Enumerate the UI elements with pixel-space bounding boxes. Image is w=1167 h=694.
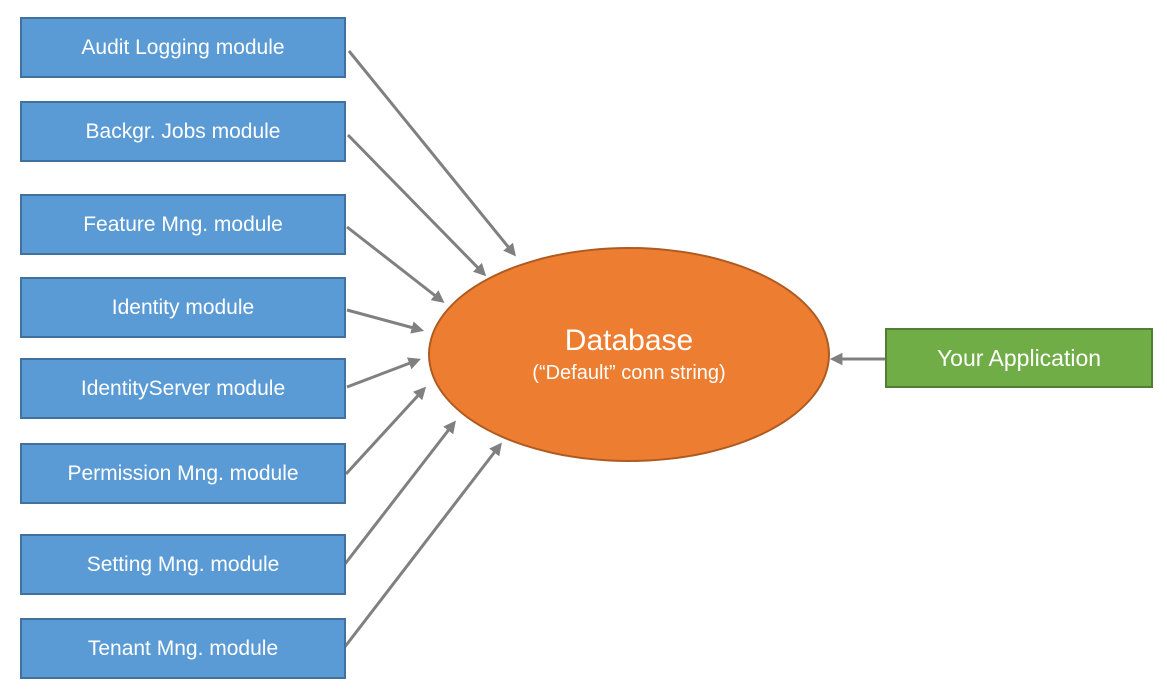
arrow-audit-logging-to-database	[347, 50, 516, 257]
module-box-feature-mng: Feature Mng. module	[20, 194, 346, 255]
application-box: Your Application	[885, 328, 1153, 388]
module-label: Feature Mng. module	[83, 212, 283, 236]
application-label: Your Application	[936, 344, 1102, 371]
module-label: Identity module	[111, 295, 255, 319]
module-box-permission-mng: Permission Mng. module	[20, 443, 346, 504]
module-label: Permission Mng. module	[67, 461, 299, 485]
arrow-identity-to-database	[346, 308, 425, 334]
arrow-backgr-jobs-to-database	[346, 133, 487, 277]
module-box-identityserver: IdentityServer module	[20, 358, 346, 419]
arrow-setting-mng-to-database	[343, 420, 456, 565]
database-title: Database	[564, 323, 694, 357]
module-label: Audit Logging module	[81, 35, 285, 59]
module-label: IdentityServer module	[80, 376, 286, 400]
arrow-tenant-mng-to-database	[342, 442, 502, 649]
database-subtitle: (“Default” conn string)	[532, 362, 726, 385]
arrow-identityserver-to-database	[346, 357, 421, 389]
module-label: Tenant Mng. module	[87, 636, 279, 660]
module-box-tenant-mng: Tenant Mng. module	[20, 618, 346, 679]
module-label: Backgr. Jobs module	[85, 119, 281, 143]
module-box-backgr-jobs: Backgr. Jobs module	[20, 101, 346, 162]
module-box-identity: Identity module	[20, 277, 346, 338]
database-ellipse: Database (“Default” conn string)	[428, 247, 830, 462]
module-label: Setting Mng. module	[86, 552, 280, 576]
module-box-setting-mng: Setting Mng. module	[20, 534, 346, 595]
arrow-permission-mng-to-database	[344, 386, 427, 476]
module-box-audit-logging: Audit Logging module	[20, 17, 346, 78]
arrow-feature-mng-to-database	[346, 225, 445, 303]
